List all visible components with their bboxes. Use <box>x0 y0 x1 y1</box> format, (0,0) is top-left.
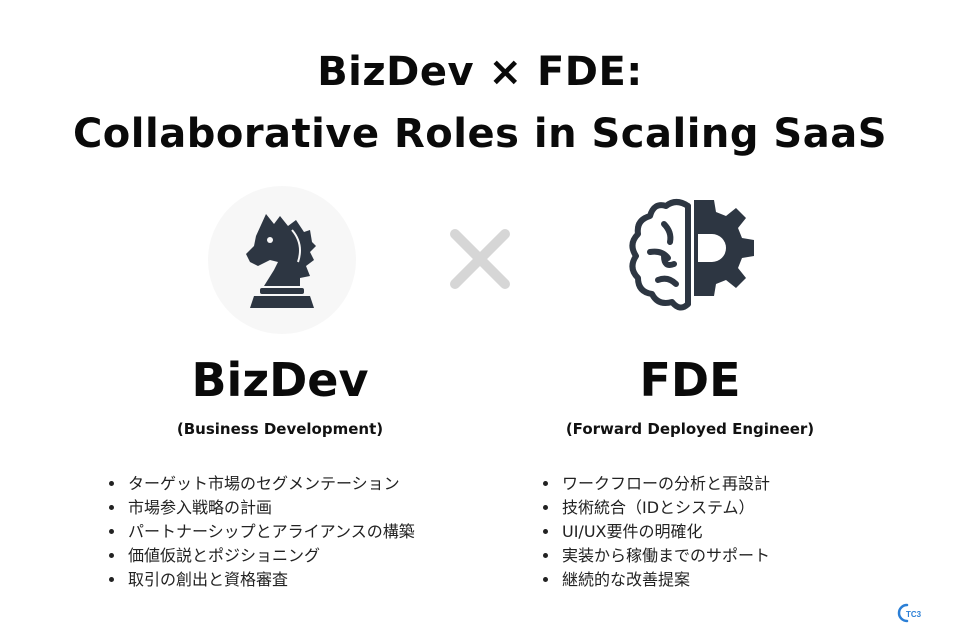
tc3-logo: TC3 <box>897 602 927 624</box>
page-title-line2: Collaborative Roles in Scaling SaaS <box>72 111 888 157</box>
logo-text: TC3 <box>906 610 922 619</box>
list-item: ワークフローの分析と再設計 <box>560 472 900 496</box>
page-title-line1: BizDev × FDE: <box>317 49 643 95</box>
bizdev-role-title: BizDev <box>191 353 369 407</box>
bizdev-responsibilities-list: ターゲット市場のセグメンテーション 市場参入戦略の計画 パートナーシップとアライ… <box>104 472 506 592</box>
list-item: 継続的な改善提案 <box>560 568 900 592</box>
list-item: 技術統合（IDとシステム） <box>560 496 900 520</box>
list-item: 取引の創出と資格審査 <box>126 568 506 592</box>
list-item: 実装から稼働までのサポート <box>560 544 900 568</box>
chess-knight-icon <box>208 186 356 334</box>
times-icon <box>445 224 515 294</box>
list-item: 価値仮説とポジショニング <box>126 544 506 568</box>
bizdev-subtitle: (Business Development) <box>176 420 384 438</box>
list-item: 市場参入戦略の計画 <box>126 496 506 520</box>
list-item: UI/UX要件の明確化 <box>560 520 900 544</box>
fde-responsibilities-list: ワークフローの分析と再設計 技術統合（IDとシステム） UI/UX要件の明確化 … <box>538 472 900 592</box>
brain-gear-icon <box>624 194 766 318</box>
list-item: パートナーシップとアライアンスの構築 <box>126 520 506 544</box>
list-item: ターゲット市場のセグメンテーション <box>126 472 506 496</box>
fde-role-title: FDE <box>639 353 741 407</box>
fde-subtitle: (Forward Deployed Engineer) <box>565 420 815 438</box>
